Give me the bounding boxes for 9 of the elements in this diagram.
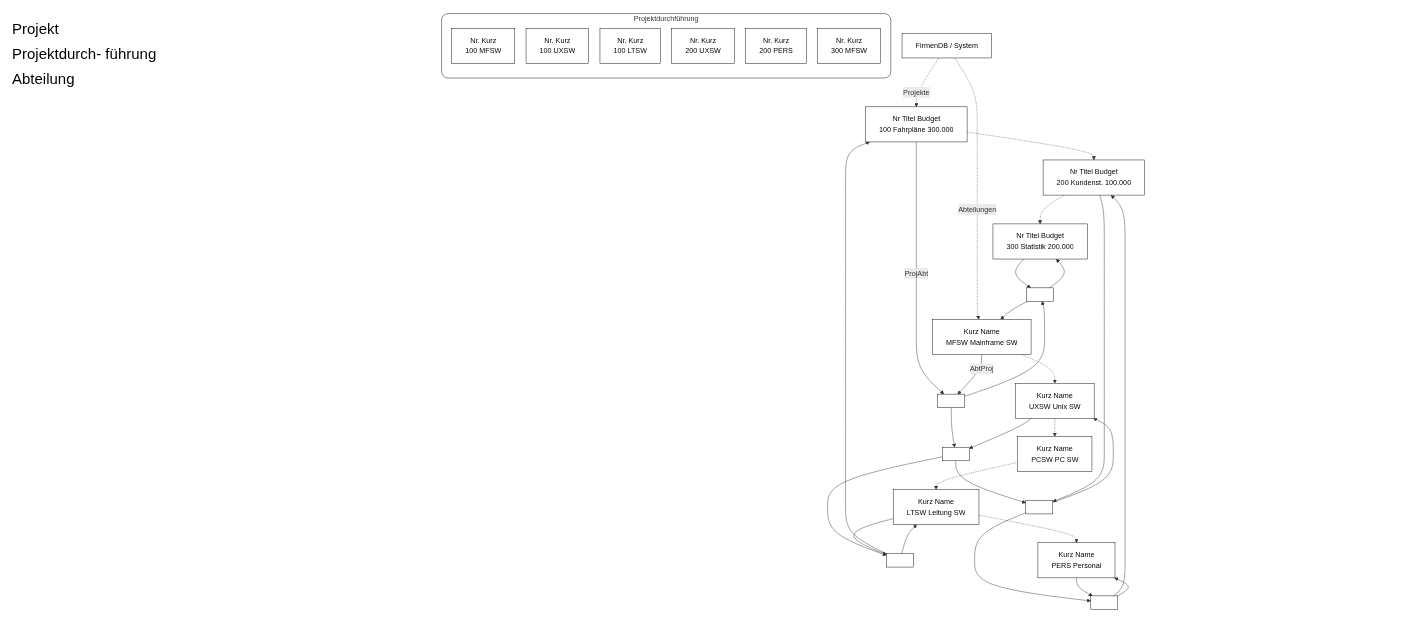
group-caption: Projektdurch- führung	[12, 45, 158, 62]
node-box	[1090, 595, 1118, 610]
group-caption: Abteilung	[12, 70, 76, 87]
node-box	[1026, 287, 1054, 302]
node-box	[1025, 500, 1053, 515]
node-box	[886, 553, 914, 568]
node-box	[937, 393, 965, 408]
group-caption: Projekt	[12, 20, 60, 37]
node-box	[941, 447, 970, 461]
